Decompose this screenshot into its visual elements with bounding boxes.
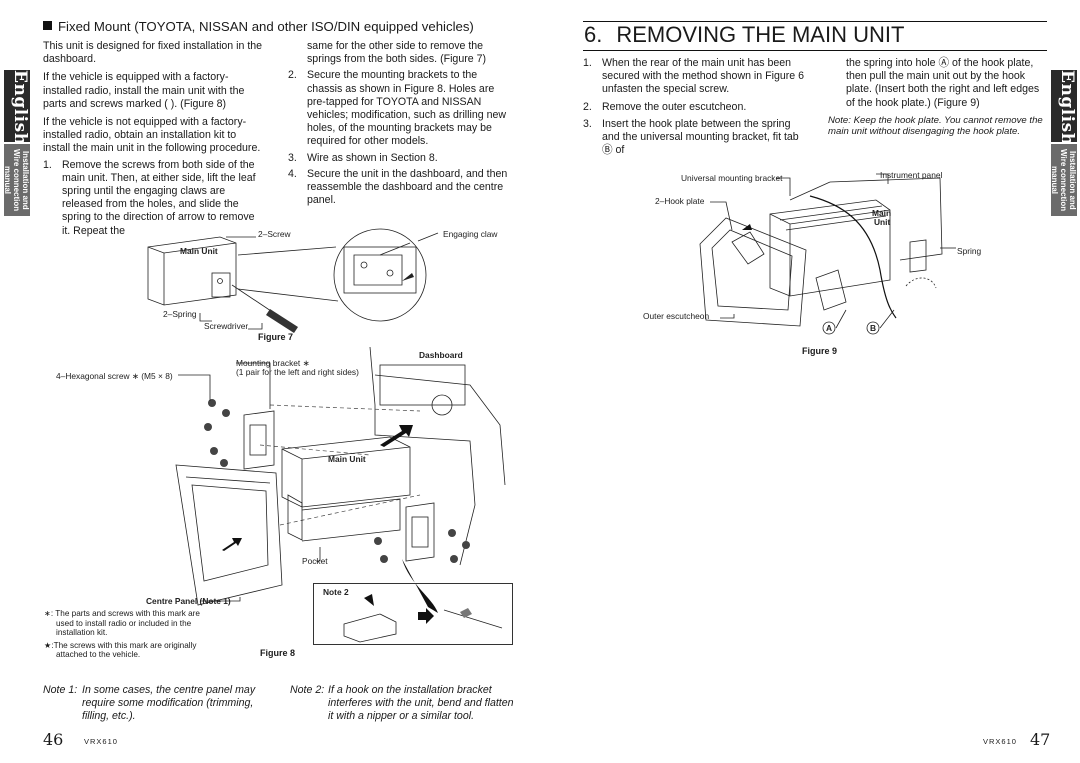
fig8-centre-panel-label: Centre Panel (Note 1) — [146, 596, 231, 606]
removal-step-1: 1.When the rear of the main unit has bee… — [583, 57, 804, 96]
figure-8-drawing — [175, 346, 506, 613]
fig7-screw-label: 2–Screw — [258, 229, 291, 239]
fig7-spring-label: 2–Spring — [163, 309, 197, 319]
left-col-2: same for the other side to remove the sp… — [288, 40, 512, 207]
hook-plate-note: Note: Keep the hook plate. You cannot re… — [828, 114, 1043, 138]
removal-step-3: 3.Insert the hook plate between the spri… — [583, 117, 799, 157]
fig8-pocket-label: Pocket — [302, 556, 328, 566]
model-left: VRX610 — [84, 737, 118, 746]
asterisk-legend: ∗: The parts and screws with this mark a… — [44, 609, 200, 638]
fig9-main-label: Main — [872, 208, 892, 218]
intro-paragraph: This unit is designed for fixed installa… — [43, 40, 263, 66]
model-right: VRX610 — [983, 737, 1017, 746]
no-factory-radio-paragraph: If the vehicle is not equipped with a fa… — [43, 116, 261, 155]
page-number-right: 47 — [1030, 730, 1051, 749]
section-heading: Fixed Mount (TOYOTA, NISSAN and other IS… — [43, 19, 474, 34]
fig9-universal-bracket-label: Universal mounting bracket — [681, 173, 783, 183]
fig7-screwdriver-label: Screwdriver — [204, 321, 249, 331]
note-2: Note 2: If a hook on the installation br… — [290, 684, 514, 723]
fig9-outer-escutcheon-label: Outer escutcheon — [643, 311, 710, 321]
note-2-box: Note 2 — [313, 583, 513, 645]
left-col-1: This unit is designed for fixed installa… — [43, 40, 265, 238]
note-2-box-label: Note 2 — [323, 587, 349, 597]
fig7-engaging-claw-label: Engaging claw — [443, 229, 498, 239]
right-col-1: 1.When the rear of the main unit has bee… — [583, 57, 805, 157]
page-number-left: 46 — [43, 730, 64, 749]
side-tab-language-left: English — [4, 70, 30, 146]
side-tab-section-right: Installation and Wire connection manual — [1050, 144, 1077, 216]
fig8-main-unit-label: Main Unit — [328, 454, 366, 464]
fig8-hex-screw-label: 4–Hexagonal screw ∗ (M5 × 8) — [56, 371, 173, 381]
step-3: 3.Wire as shown in Section 8. — [288, 151, 438, 164]
removal-step-3-continued: the spring into hole Ⓐ of the hook plate… — [846, 57, 1040, 109]
chapter-heading: 6.REMOVING THE MAIN UNIT — [584, 22, 905, 47]
heading-rule — [583, 21, 1047, 22]
figure-7-drawing — [147, 228, 439, 333]
fig8-mounting-bracket-note: (1 pair for the left and right sides) — [236, 367, 359, 377]
heading-underline — [583, 50, 1047, 51]
step-2: 2.Secure the mounting brackets to the ch… — [288, 69, 507, 148]
fig8-mounting-bracket-label: Mounting bracket ∗ — [236, 358, 310, 368]
step-1-continued: same for the other side to remove the sp… — [307, 40, 486, 66]
fig9-unit-label: Unit — [874, 217, 891, 227]
fig9-instrument-panel-label: Instrument panel — [880, 170, 943, 180]
side-tab-section-left: Installation and Wire connection manual — [3, 144, 30, 216]
symbol-legend: ∗: The parts and screws with this mark a… — [44, 609, 214, 660]
figure-7-caption: Figure 7 — [258, 332, 294, 342]
fig9-spring-label: Spring — [957, 246, 982, 256]
side-tab-language-right: English — [1051, 70, 1077, 146]
step-4: 4.Secure the unit in the dashboard, and … — [288, 167, 508, 207]
figure-8-caption: Figure 8 — [260, 648, 296, 658]
square-bullet-icon — [43, 21, 52, 30]
note-2-drawing — [343, 594, 503, 643]
right-col-2: the spring into hole Ⓐ of the hook plate… — [828, 57, 1048, 138]
fig7-main-unit-label: Main Unit — [180, 246, 218, 256]
figure-9-caption: Figure 9 — [802, 346, 838, 356]
star-legend: ★:The screws with this mark are original… — [44, 640, 197, 660]
fig9-hook-plate-label: 2–Hook plate — [655, 196, 705, 206]
step-1: 1.Remove the screws from both side of th… — [43, 158, 256, 237]
fig8-dashboard-label: Dashboard — [419, 350, 463, 360]
fig9-tag-a: A — [826, 323, 833, 333]
note-1: Note 1: In some cases, the centre panel … — [43, 684, 256, 723]
factory-radio-paragraph: If the vehicle is equipped with a factor… — [43, 71, 245, 110]
removal-step-2: 2.Remove the outer escutcheon. — [583, 100, 747, 113]
fig9-tag-b: B — [870, 323, 877, 333]
figure-9-drawing — [699, 173, 956, 335]
